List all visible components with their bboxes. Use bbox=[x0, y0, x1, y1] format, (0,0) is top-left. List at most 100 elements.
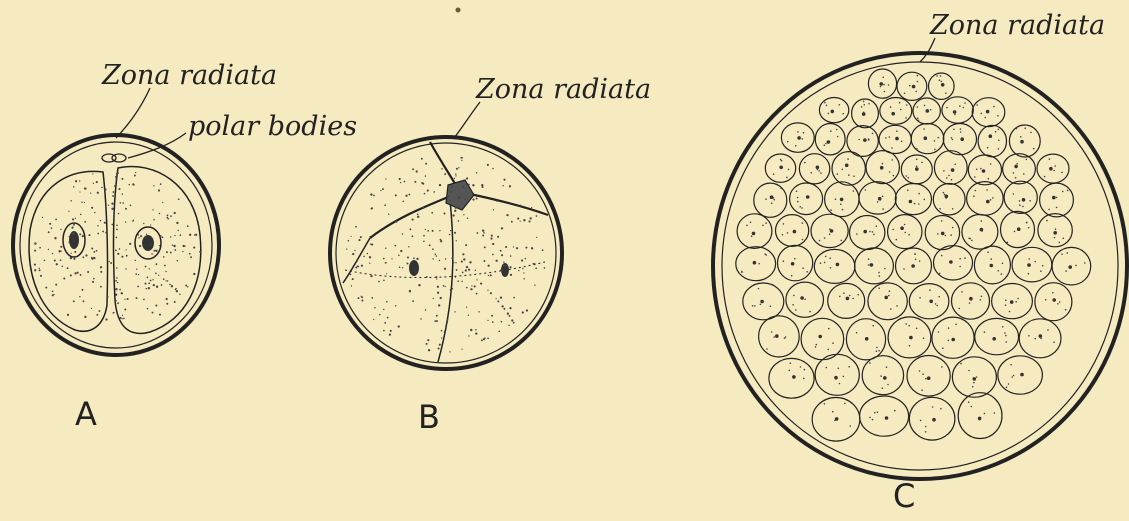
stipple-dot bbox=[890, 308, 892, 310]
stipple-dot bbox=[395, 194, 397, 196]
blastomere-nucleus bbox=[1020, 140, 1024, 144]
stipple-dot bbox=[794, 258, 796, 260]
stipple-dot bbox=[476, 172, 477, 173]
stipple-dot bbox=[815, 346, 817, 348]
blastomere-nucleus bbox=[1068, 265, 1072, 269]
stipple-dot bbox=[1034, 261, 1036, 263]
stipple-dot bbox=[166, 303, 168, 305]
stipple-dot bbox=[478, 311, 479, 312]
stipple-dot bbox=[71, 253, 72, 254]
stipple-dot bbox=[542, 249, 544, 251]
stipple-dot bbox=[461, 281, 462, 282]
stipple-dot bbox=[167, 280, 168, 281]
stipple-dot bbox=[421, 182, 423, 184]
stipple-dot bbox=[163, 278, 165, 280]
stipple-dot bbox=[111, 202, 113, 204]
figure-b-nucleus-left bbox=[409, 260, 419, 276]
stipple-dot bbox=[1029, 200, 1031, 202]
stipple-dot bbox=[820, 172, 822, 174]
blastomere-nucleus bbox=[941, 83, 945, 87]
blastomere-cell bbox=[934, 151, 967, 185]
blastomere-cell bbox=[952, 283, 990, 319]
stipple-dot bbox=[891, 147, 893, 149]
stipple-dot bbox=[917, 106, 919, 108]
stipple-dot bbox=[837, 136, 839, 138]
stipple-dot bbox=[754, 305, 756, 307]
stipple-dot bbox=[868, 264, 870, 266]
stipple-dot bbox=[1046, 220, 1048, 222]
stipple-dot bbox=[135, 260, 136, 261]
stipple-dot bbox=[395, 221, 397, 223]
stipple-dot bbox=[121, 178, 123, 180]
stipple-dot bbox=[74, 231, 75, 232]
stipple-dot bbox=[379, 314, 381, 316]
stipple-dot bbox=[97, 233, 99, 235]
stipple-dot bbox=[904, 232, 906, 234]
stipple-dot bbox=[830, 130, 832, 132]
stipple-dot bbox=[84, 202, 85, 203]
stipple-dot bbox=[123, 318, 125, 320]
stipple-dot bbox=[797, 197, 799, 199]
stipple-dot bbox=[451, 257, 453, 259]
stipple-dot bbox=[1002, 326, 1004, 328]
stipple-dot bbox=[471, 285, 472, 286]
stipple-dot bbox=[52, 290, 54, 292]
stipple-dot bbox=[162, 202, 163, 203]
stipple-dot bbox=[938, 331, 940, 333]
blastomere-nucleus bbox=[909, 336, 913, 340]
stipple-dot bbox=[787, 232, 789, 234]
stipple-dot bbox=[954, 163, 956, 165]
blastomere-cell bbox=[934, 246, 973, 280]
stipple-dot bbox=[455, 175, 456, 176]
stipple-dot bbox=[863, 101, 865, 103]
stipple-dot bbox=[1015, 301, 1017, 303]
stipple-dot bbox=[152, 312, 154, 314]
stipple-dot bbox=[804, 369, 806, 371]
stipple-dot bbox=[383, 330, 385, 332]
blastomere-cell bbox=[859, 182, 896, 214]
stipple-dot bbox=[434, 254, 436, 256]
stipple-dot bbox=[441, 168, 442, 169]
stipple-dot bbox=[994, 412, 996, 414]
blastomere-cell bbox=[769, 358, 814, 398]
stipple-dot bbox=[117, 282, 118, 283]
stipple-dot bbox=[1011, 376, 1013, 378]
stipple-dot bbox=[908, 177, 910, 179]
stipple-dot bbox=[954, 114, 956, 116]
blastomere-cell bbox=[962, 215, 998, 250]
stipple-dot bbox=[960, 363, 962, 365]
stipple-dot bbox=[834, 420, 836, 422]
stipple-dot bbox=[370, 275, 372, 277]
stipple-dot bbox=[1062, 191, 1064, 193]
stipple-dot bbox=[773, 336, 775, 338]
stipple-dot bbox=[387, 317, 389, 319]
stipple-dot bbox=[820, 262, 822, 264]
stipple-dot bbox=[398, 325, 400, 327]
stipple-dot bbox=[760, 304, 762, 306]
stipple-dot bbox=[386, 273, 387, 274]
stipple-dot bbox=[919, 260, 921, 262]
stipple-dot bbox=[450, 230, 451, 231]
stipple-dot bbox=[503, 265, 504, 266]
stipple-dot bbox=[115, 250, 117, 252]
stipple-dot bbox=[795, 145, 797, 147]
blastomere-nucleus bbox=[951, 168, 955, 172]
stipple-dot bbox=[487, 164, 489, 166]
stipple-dot bbox=[439, 260, 440, 261]
blastomere-nucleus bbox=[840, 198, 844, 202]
blastomere-nucleus bbox=[912, 85, 916, 89]
stipple-dot bbox=[887, 384, 889, 386]
stipple-dot bbox=[1061, 253, 1063, 255]
stipple-dot bbox=[466, 287, 468, 289]
stipple-dot bbox=[917, 117, 919, 119]
stipple-dot bbox=[1066, 252, 1068, 254]
stipple-dot bbox=[170, 252, 172, 254]
stipple-dot bbox=[378, 281, 380, 283]
stipple-dot bbox=[421, 158, 423, 160]
stipple-dot bbox=[535, 267, 537, 269]
blastomere-cell bbox=[1019, 319, 1061, 358]
stipple-dot bbox=[427, 339, 429, 341]
stipple-dot bbox=[81, 201, 82, 202]
stipple-dot bbox=[1061, 172, 1063, 174]
